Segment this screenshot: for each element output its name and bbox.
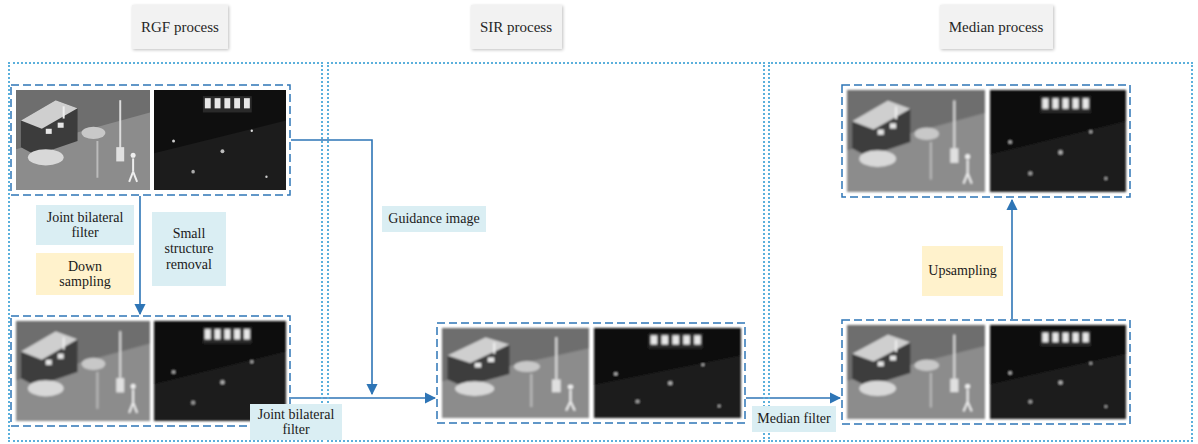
- step-label: Median filter: [757, 411, 830, 426]
- image-frame: [11, 85, 1130, 426]
- flow-arrow: [140, 140, 1012, 398]
- step-label: Down sampling: [51, 259, 119, 290]
- visible-image: [442, 328, 589, 418]
- visible-image: [16, 90, 150, 190]
- step-label: Joint bilateral filter: [254, 407, 338, 438]
- step-box: Median filter: [752, 406, 836, 432]
- flow-arrow: [291, 140, 372, 394]
- flow-arrow: [291, 397, 435, 399]
- step-box: Upsampling: [922, 246, 1003, 296]
- process-panel: Median processUpsampling: [768, 62, 1193, 442]
- flow-arrow: [746, 397, 840, 399]
- step-box: Down sampling: [36, 253, 134, 295]
- image-frame: [842, 85, 1130, 197]
- panel-title: SIR process: [480, 19, 552, 36]
- infrared-image: [990, 325, 1126, 419]
- process-panel: SIR processGuidance image: [327, 62, 765, 442]
- image-frame: [842, 320, 1130, 424]
- infrared-image: [594, 328, 741, 418]
- step-box: Joint bilateral filter: [250, 404, 342, 440]
- panel-title: Median process: [949, 19, 1044, 36]
- process-heading: SIR process: [471, 5, 562, 49]
- step-box: Small structure removal: [152, 212, 226, 286]
- step-label: Small structure removal: [156, 226, 222, 272]
- process-panel: RGF processJoint bilateral filterDown sa…: [8, 62, 323, 442]
- flow-arrow: [1011, 200, 1013, 319]
- infrared-image: [154, 90, 286, 190]
- visible-image: [16, 321, 150, 421]
- step-label: Joint bilateral filter: [40, 210, 130, 241]
- image-frame: [11, 85, 290, 195]
- step-label: Guidance image: [388, 211, 479, 226]
- step-label: Upsampling: [928, 263, 996, 278]
- visible-image: [847, 325, 985, 419]
- image-frame: [11, 316, 290, 426]
- process-heading: RGF process: [132, 5, 228, 49]
- infrared-image: [990, 90, 1126, 192]
- process-heading: Median process: [940, 5, 1053, 49]
- visible-image: [847, 90, 985, 192]
- image-frame: [437, 323, 745, 423]
- step-box: Guidance image: [382, 206, 486, 232]
- step-box: Joint bilateral filter: [36, 205, 134, 245]
- panel-title: RGF process: [141, 19, 219, 36]
- flow-arrow: [139, 196, 141, 314]
